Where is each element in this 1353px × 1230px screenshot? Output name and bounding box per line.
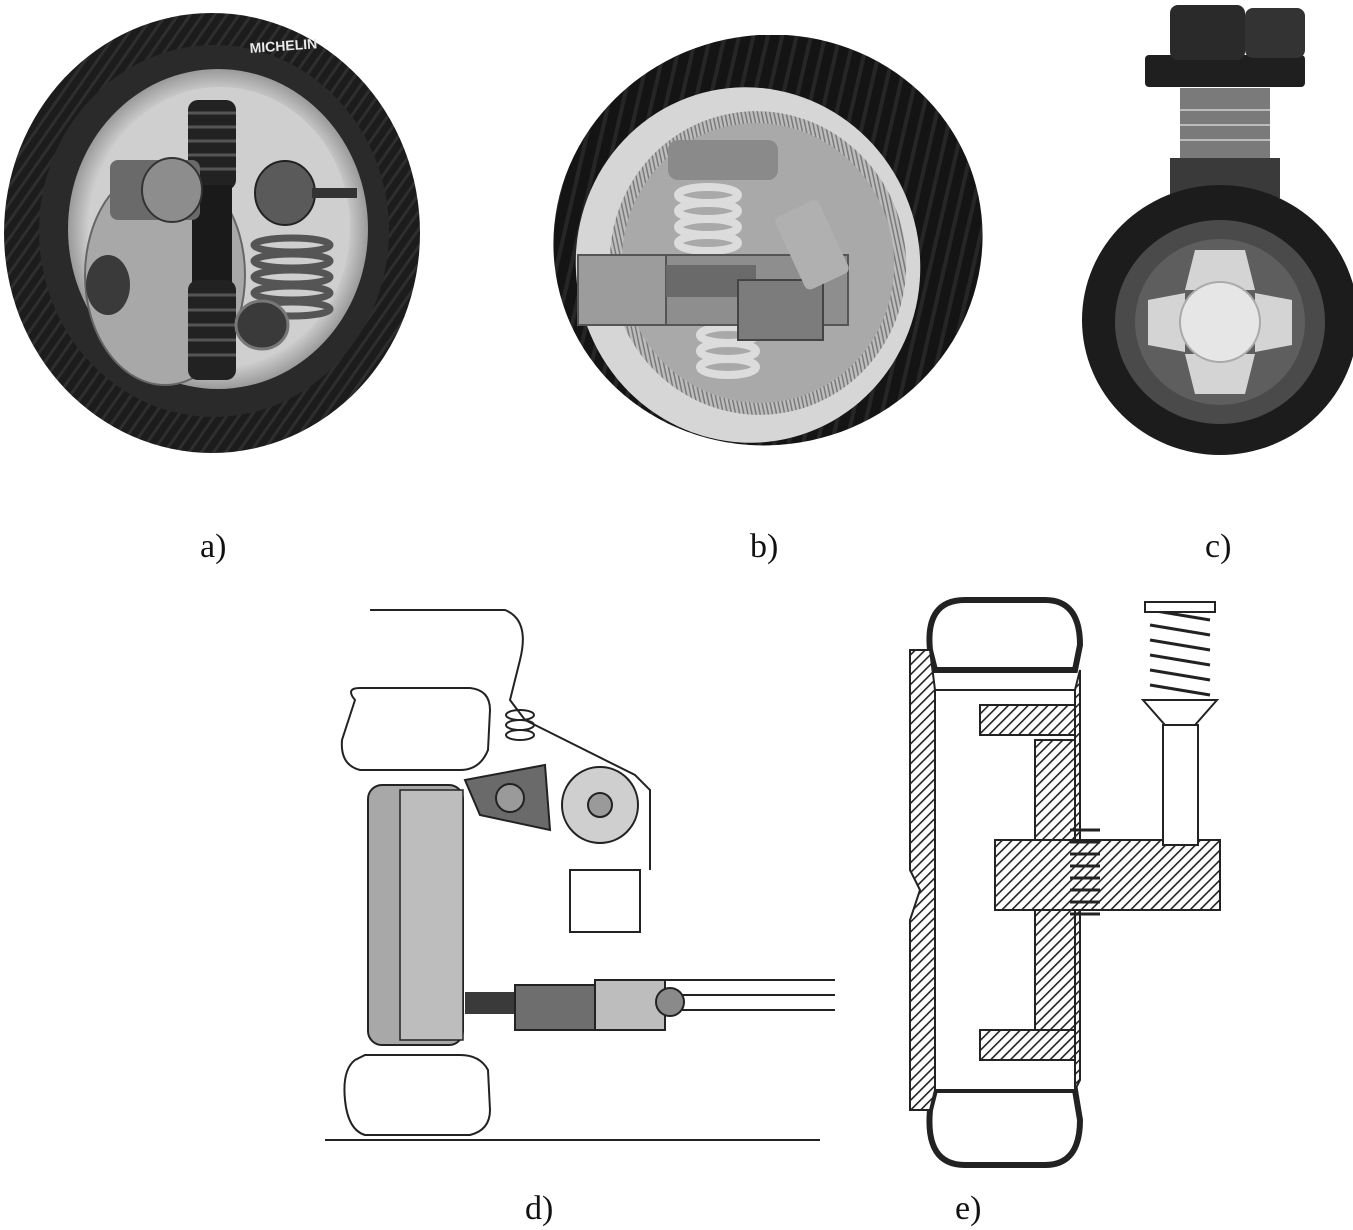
actuator-top bbox=[1145, 55, 1305, 87]
damper-right bbox=[775, 200, 849, 290]
beam-plate-left bbox=[577, 254, 667, 326]
tire-bottom bbox=[926, 1087, 1084, 1168]
panel-d-suspension-drawing bbox=[320, 600, 840, 1150]
panel-e-cross-section-drawing bbox=[895, 590, 1225, 1170]
tire-top bbox=[926, 597, 1084, 673]
bellows-lower bbox=[188, 280, 236, 380]
panel-a-image: MICHELIN bbox=[4, 13, 420, 453]
panel-b-image bbox=[553, 35, 983, 446]
caption-b: b) bbox=[750, 528, 779, 565]
panel-d-image bbox=[325, 609, 835, 1141]
spring-upper bbox=[674, 183, 742, 255]
motor-cap-right bbox=[254, 160, 316, 226]
column-sleeve bbox=[1180, 88, 1270, 158]
bearing-joint bbox=[234, 299, 290, 351]
panel-a-inwheel-motor-photo: MICHELIN bbox=[0, 5, 440, 460]
lower-joint bbox=[655, 987, 685, 1017]
stator-lower bbox=[979, 1029, 1076, 1061]
hub-shaft bbox=[994, 839, 1221, 911]
beam-plate-right bbox=[737, 279, 824, 341]
lower-link-light bbox=[594, 979, 666, 1031]
motor-unit-left bbox=[1170, 5, 1245, 60]
panel-e-image bbox=[909, 597, 1221, 1168]
actuator-box bbox=[569, 869, 641, 933]
top-mount bbox=[668, 140, 778, 180]
panel-c-image bbox=[1082, 5, 1353, 455]
body-outline bbox=[370, 609, 651, 870]
motor-cap-left bbox=[141, 157, 203, 223]
caption-c: c) bbox=[1205, 528, 1232, 565]
motor-unit-right bbox=[1245, 8, 1305, 58]
upper-arm-joint bbox=[495, 783, 525, 813]
caption-a: a) bbox=[200, 528, 227, 565]
lower-bellows bbox=[465, 992, 515, 1014]
damper-body bbox=[1162, 724, 1199, 846]
motor-center bbox=[587, 792, 613, 818]
caliper bbox=[86, 255, 130, 315]
damper-seat bbox=[1140, 699, 1220, 726]
caption-d: d) bbox=[525, 1190, 554, 1227]
tire-lower bbox=[343, 1054, 492, 1136]
hub-face bbox=[399, 789, 464, 1041]
stator-upper bbox=[979, 704, 1076, 736]
panel-c-wheel-module-render bbox=[1075, 0, 1353, 460]
bellows-upper bbox=[188, 100, 236, 190]
coil-spring bbox=[1149, 608, 1211, 697]
gear-teeth bbox=[1070, 828, 1100, 916]
panel-b-inwheel-suspension-render bbox=[548, 35, 988, 450]
spokes bbox=[1148, 250, 1292, 394]
motor-shaft bbox=[312, 188, 357, 198]
air-spring bbox=[505, 709, 535, 741]
spring-seat bbox=[1144, 601, 1216, 613]
caption-e: e) bbox=[955, 1190, 982, 1227]
brand-lettering: MICHELIN bbox=[249, 35, 318, 56]
tire-upper bbox=[340, 687, 492, 771]
column-ribs bbox=[1180, 109, 1270, 141]
lower-link-dark bbox=[514, 984, 596, 1031]
hub-cap bbox=[1179, 281, 1261, 363]
